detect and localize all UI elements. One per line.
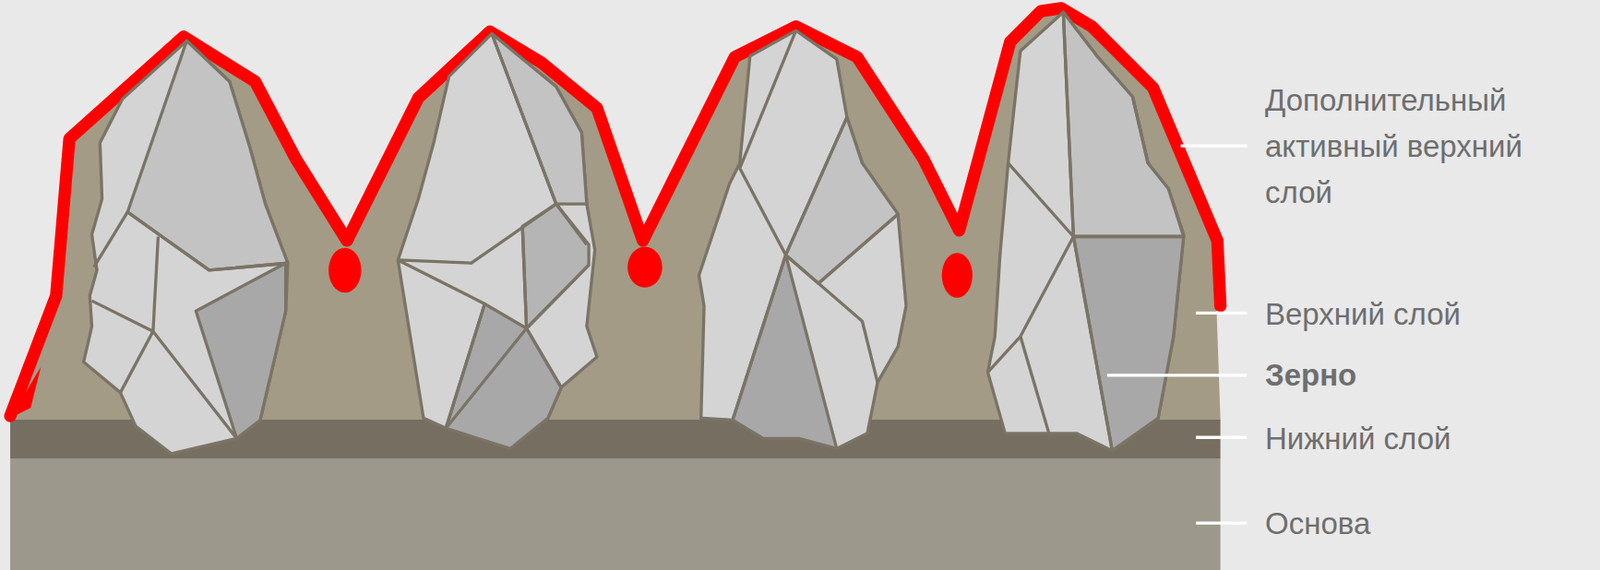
part-label: Зерно [1265, 352, 1593, 399]
part-label: Дополнительный активный верхний слой [1265, 77, 1593, 216]
grain [699, 30, 907, 449]
grain [83, 40, 288, 454]
grain [987, 11, 1183, 451]
leader-line [1107, 373, 1248, 377]
part-label: Нижний слой [1265, 416, 1593, 463]
part-label: Верхний слой [1265, 291, 1593, 338]
leader-line [1195, 436, 1247, 440]
part-label: Основа [1265, 501, 1593, 548]
leader-line [1195, 521, 1247, 525]
grains [83, 11, 1184, 454]
base-layer [10, 458, 1221, 570]
leader-lines [1107, 145, 1248, 524]
leader-line [1180, 143, 1247, 147]
leader-line [1195, 311, 1247, 315]
grain [397, 33, 598, 449]
